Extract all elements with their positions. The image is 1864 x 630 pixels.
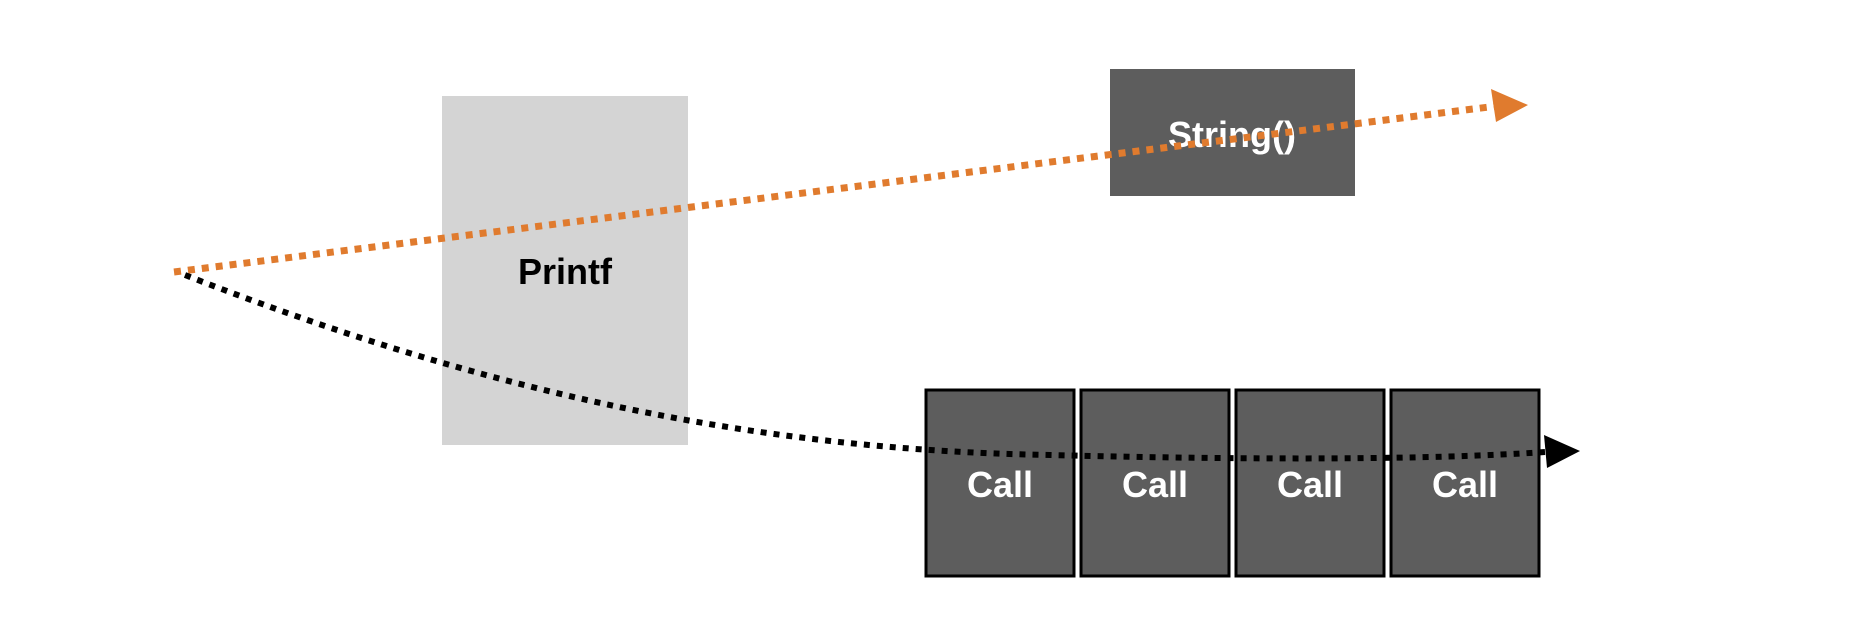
call-box-2: [1079, 388, 1231, 578]
call-box-4: [1389, 388, 1541, 578]
call-label-3: Call: [1277, 464, 1343, 505]
call-boxes: Call Call Call Call: [924, 388, 1541, 578]
black-dotted-arrow-line: [183, 272, 1546, 462]
call-label-2: Call: [1122, 464, 1188, 505]
orange-arrow-head-icon: [1491, 89, 1528, 122]
orange-dotted-arrow-line: [173, 102, 1498, 276]
call-box-1: [924, 388, 1076, 578]
printf-label: Printf: [518, 251, 613, 292]
string-box: [1110, 69, 1355, 196]
call-label-4: Call: [1432, 464, 1498, 505]
call-label-1: Call: [967, 464, 1033, 505]
call-box-3: [1234, 388, 1386, 578]
printf-box: [442, 96, 688, 445]
black-arrow-head-icon: [1544, 435, 1580, 468]
